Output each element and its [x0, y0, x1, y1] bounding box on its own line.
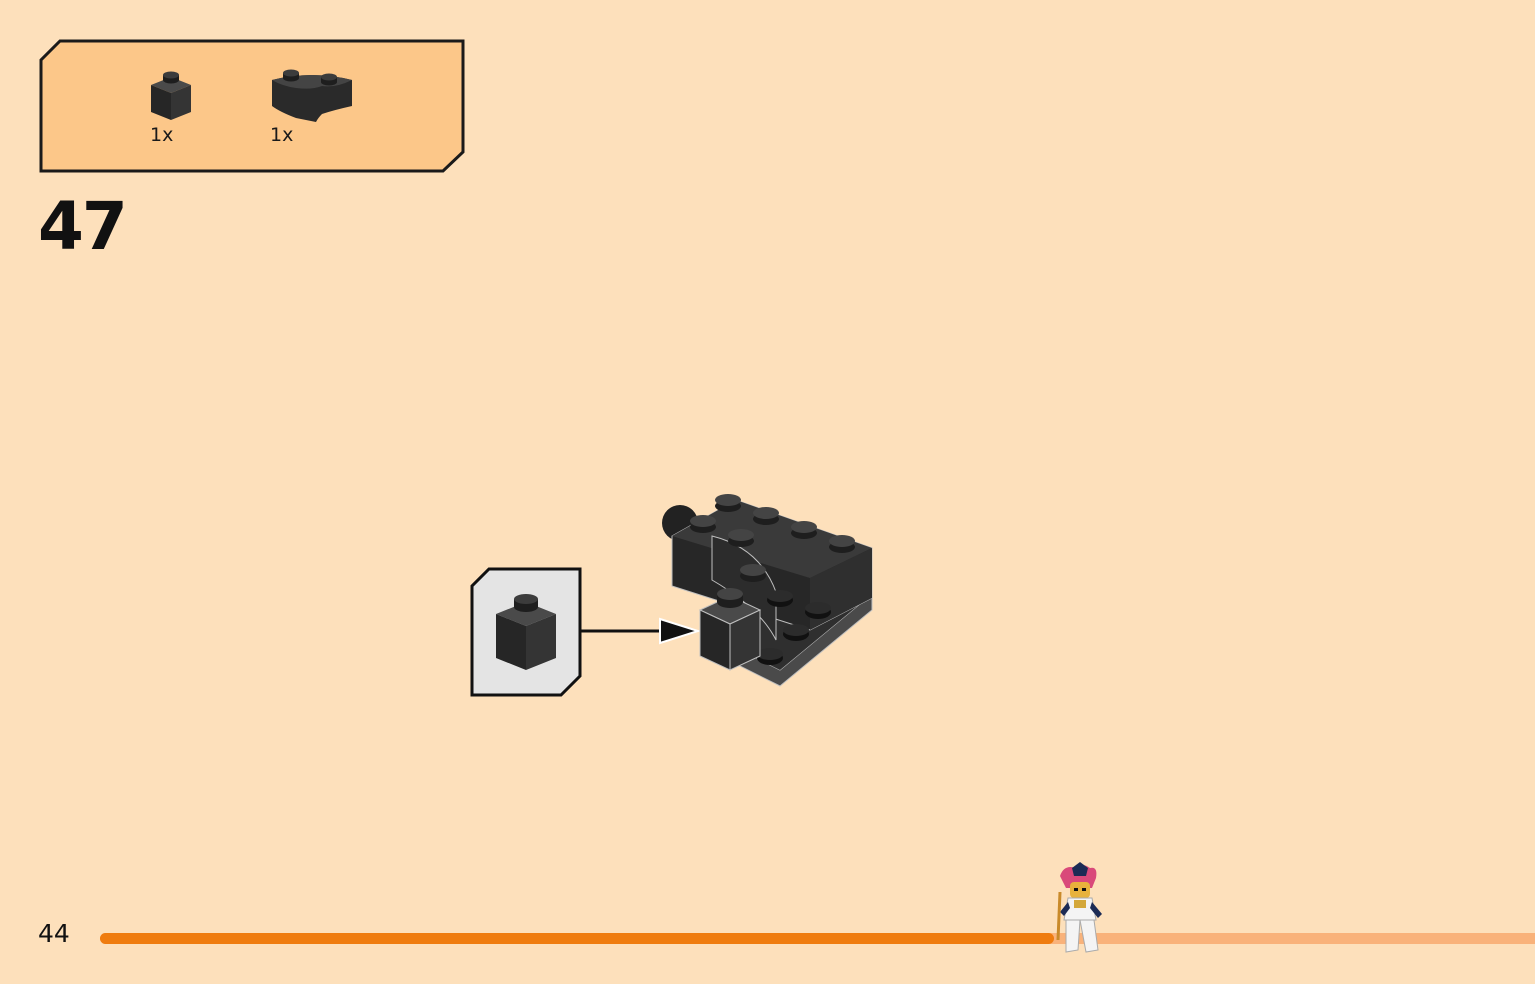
part-quantity: 1x	[150, 124, 174, 146]
brick-1x1-icon	[151, 71, 191, 120]
parts-list-box: 1x 1x	[38, 38, 466, 174]
build-progress-bar	[100, 933, 1535, 944]
part-quantity: 1x	[270, 124, 294, 146]
parts-list-frame	[39, 39, 465, 173]
progress-fill	[100, 933, 1055, 944]
assembly-model	[662, 494, 873, 687]
brick-round-corner-icon	[272, 69, 352, 122]
page-number: 44	[38, 919, 70, 948]
arrow-right-icon	[580, 617, 702, 645]
callout-frame	[470, 567, 582, 697]
new-part-callout	[469, 566, 583, 698]
step-number: 47	[38, 188, 128, 265]
brick-1x1-icon	[496, 594, 556, 670]
minifigure-icon	[1056, 862, 1102, 953]
